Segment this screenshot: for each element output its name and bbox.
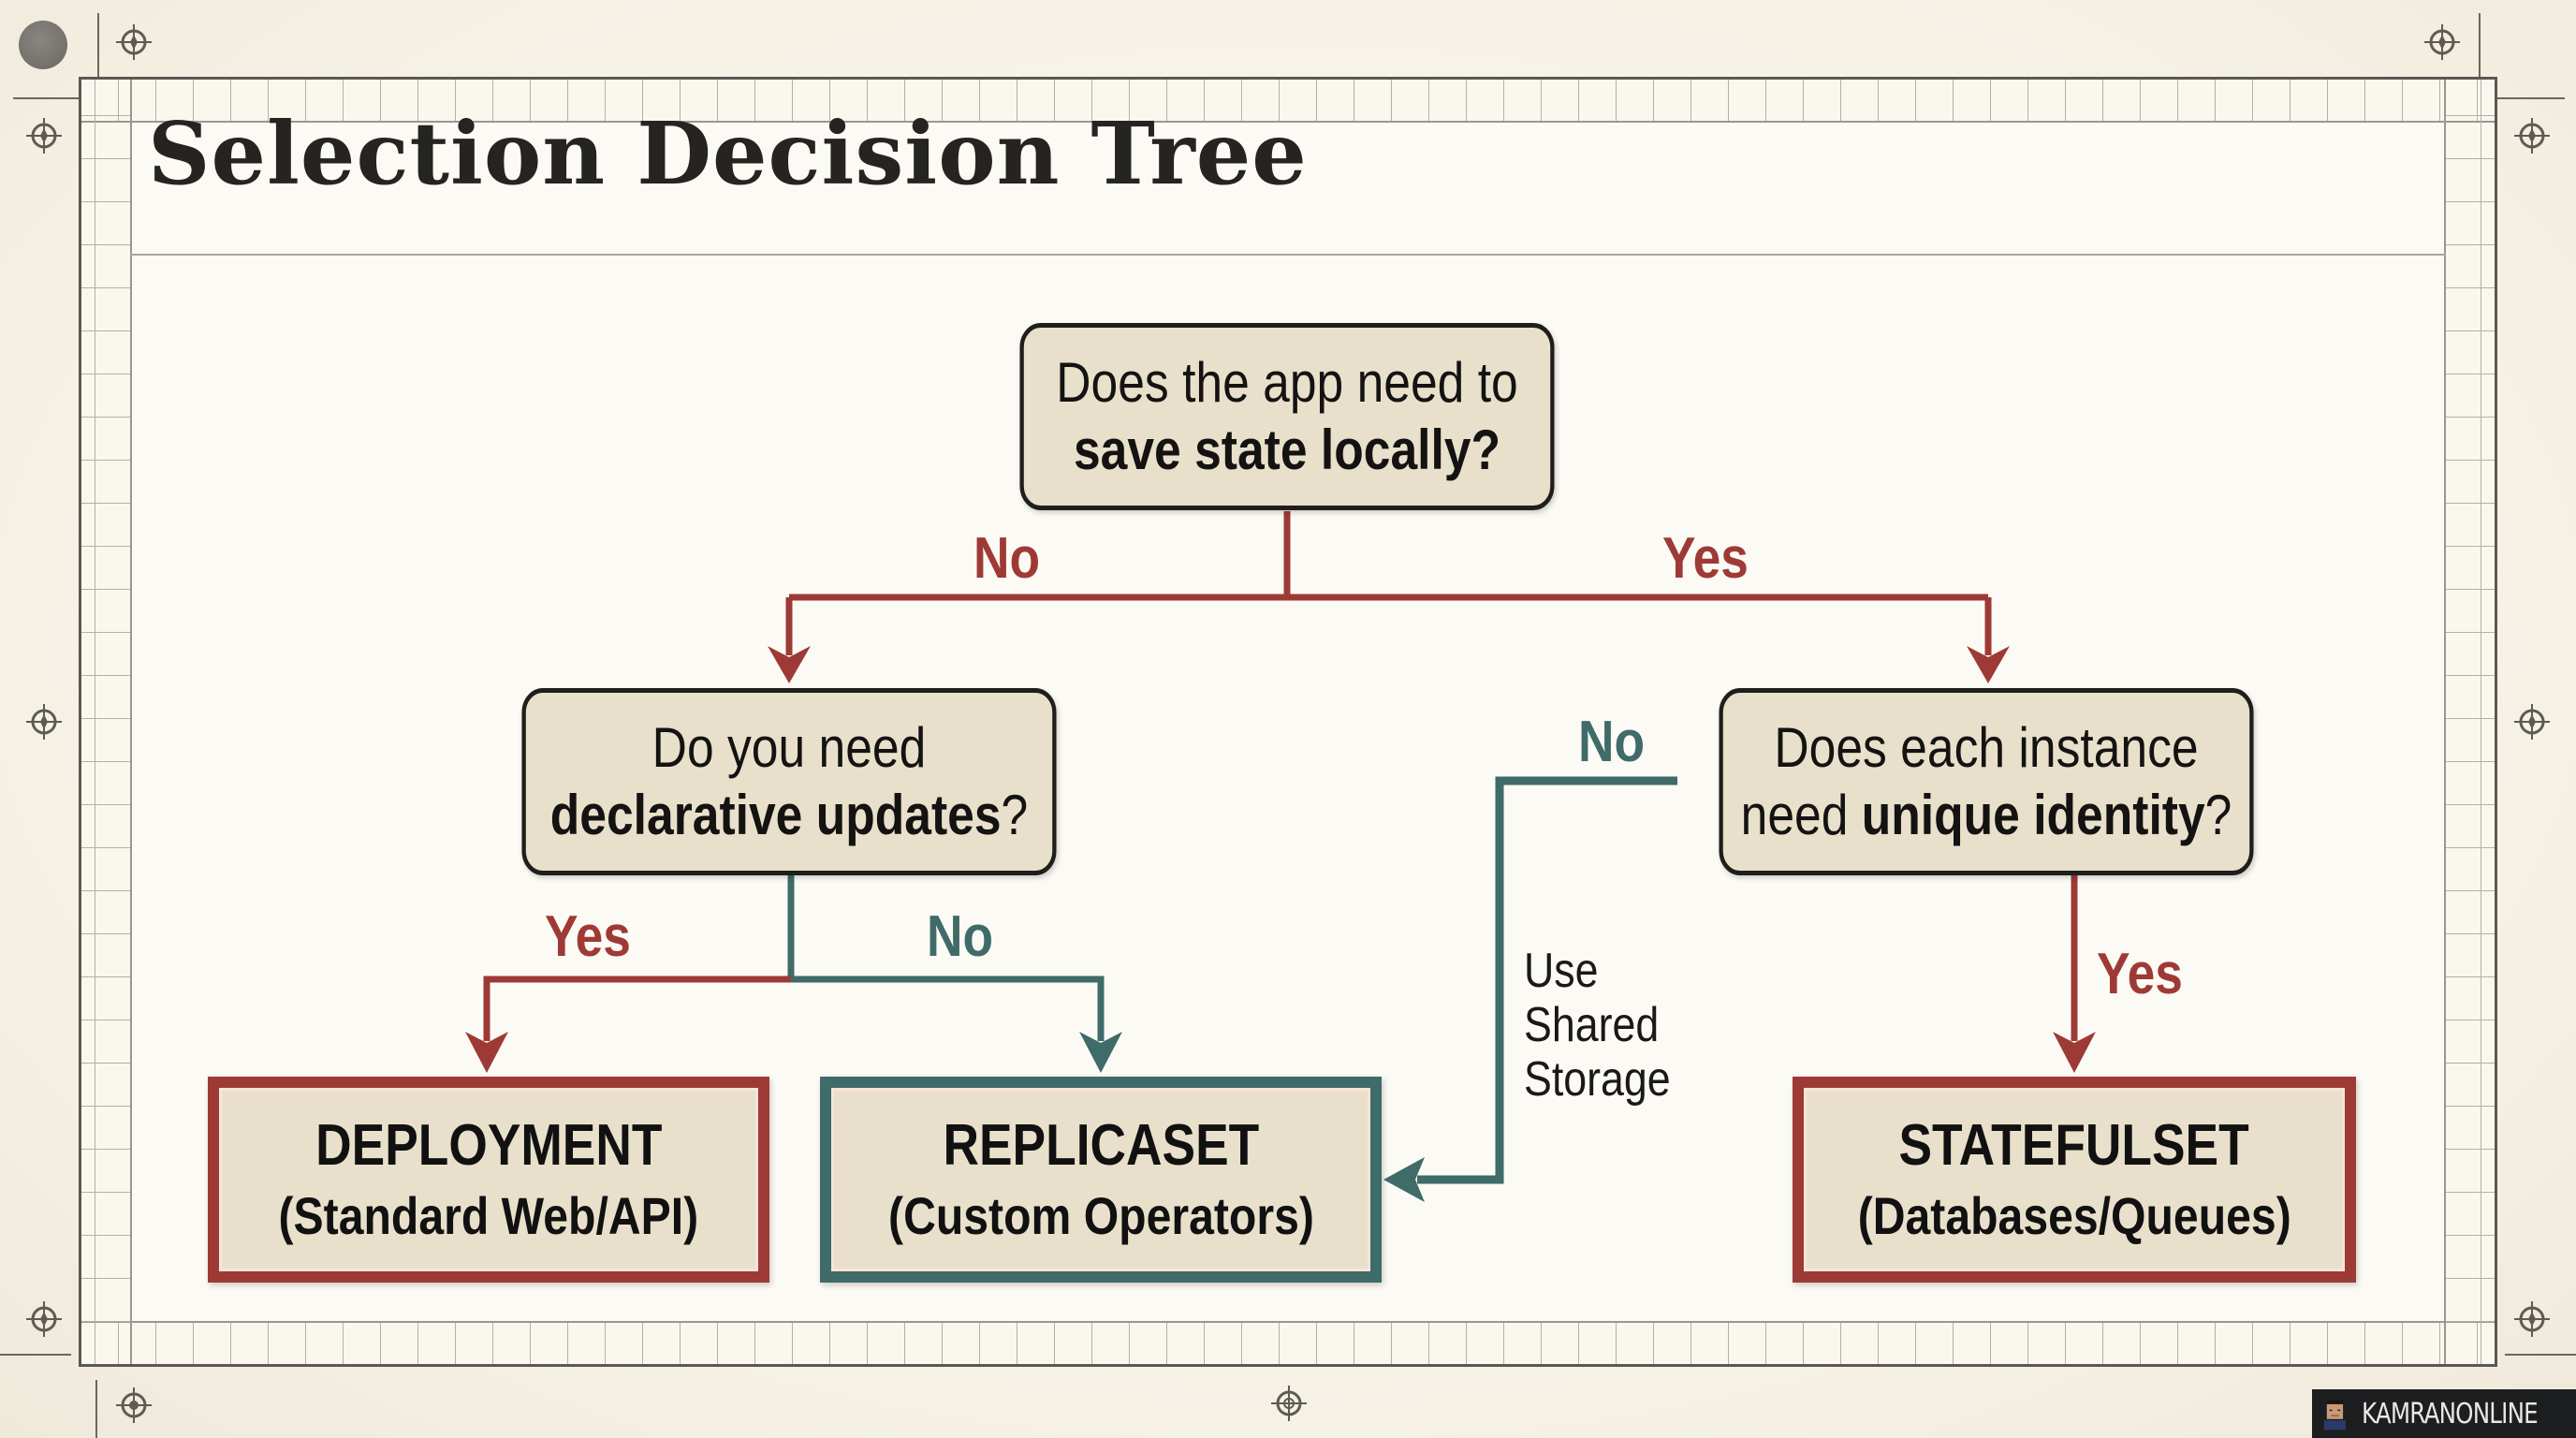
arrow-head-icon	[2053, 1032, 2096, 1073]
result-title: REPLICASET	[943, 1112, 1259, 1178]
result-subtitle: (Databases/Queues)	[1857, 1186, 2291, 1246]
crosshair-icon	[26, 1301, 62, 1337]
edge-label-left-no: No	[927, 904, 994, 969]
note-line: Storage	[1524, 1052, 1671, 1108]
crop-line	[0, 1354, 71, 1356]
result-replicaset: REPLICASET (Custom Operators)	[820, 1077, 1382, 1283]
crop-line	[2505, 1354, 2576, 1356]
result-statefulset: STATEFULSET (Databases/Queues)	[1793, 1077, 2356, 1283]
crosshair-icon	[1271, 1386, 1307, 1421]
question-emphasis: save state locally?	[1073, 418, 1501, 481]
question-declarative-updates: Do you need declarative updates?	[521, 688, 1057, 875]
crop-line	[13, 97, 79, 99]
watermark-badge: KAMRANONLINE	[2312, 1389, 2576, 1438]
question-emphasis: declarative updates	[549, 784, 1002, 846]
crop-line	[95, 1380, 97, 1438]
arrow-head-icon	[1079, 1032, 1122, 1073]
result-subtitle: (Custom Operators)	[887, 1186, 1314, 1246]
crosshair-icon	[116, 1387, 152, 1423]
result-title: DEPLOYMENT	[315, 1112, 663, 1178]
edge-root-split	[785, 511, 1992, 655]
arrow-head-icon	[768, 646, 811, 683]
edge-label-right-yes: Yes	[2097, 942, 2183, 1006]
question-mark: ?	[2204, 784, 2232, 846]
arrow-head-icon	[1967, 646, 2010, 683]
title-divider	[130, 254, 2446, 256]
question-text: Do you need	[651, 716, 927, 779]
edge-label-left-yes: Yes	[545, 904, 631, 969]
question-mark: ?	[1001, 784, 1029, 846]
crop-line	[97, 13, 99, 77]
crosshair-icon	[2514, 1301, 2550, 1337]
result-deployment: DEPLOYMENT (Standard Web/API)	[208, 1077, 769, 1283]
note-line: Use	[1524, 944, 1599, 998]
crosshair-icon	[26, 118, 62, 154]
crosshair-icon	[116, 24, 152, 60]
edge-label-right-no: No	[1578, 710, 1646, 774]
question-root: Does the app need to save state locally?	[1019, 323, 1555, 510]
question-emphasis: unique identity	[1861, 784, 2205, 846]
result-title: STATEFULSET	[1898, 1112, 2250, 1178]
corner-stamp-icon	[19, 21, 67, 69]
crosshair-icon	[2514, 118, 2550, 154]
edge-label-root-yes: Yes	[1662, 526, 1749, 591]
arrow-head-icon	[1383, 1157, 1425, 1202]
question-text: Does each instance	[1774, 716, 2199, 779]
shared-storage-note: Use Shared Storage	[1524, 944, 1671, 1108]
grid-border-bottom	[81, 1321, 2495, 1364]
arrow-head-icon	[465, 1032, 508, 1073]
crosshair-icon	[26, 704, 62, 740]
crosshair-icon	[2514, 704, 2550, 740]
result-subtitle: (Standard Web/API)	[278, 1186, 699, 1246]
crosshair-icon	[2424, 24, 2460, 60]
question-text: need	[1740, 784, 1862, 846]
grid-border-top	[81, 80, 2495, 123]
avatar-icon	[2323, 1400, 2346, 1431]
crop-line	[2497, 97, 2565, 99]
crop-line	[2479, 13, 2481, 77]
page-title: Selection Decision Tree	[148, 103, 1308, 204]
edge-label-root-no: No	[973, 526, 1041, 591]
watermark-text: KAMRANONLINE	[2361, 1397, 2539, 1431]
question-unique-identity: Does each instance need unique identity?	[1719, 688, 2254, 875]
grid-border-left	[81, 80, 132, 1364]
question-text: Does the app need to	[1056, 351, 1518, 414]
note-line: Shared	[1524, 998, 1660, 1053]
grid-border-right	[2444, 80, 2495, 1364]
